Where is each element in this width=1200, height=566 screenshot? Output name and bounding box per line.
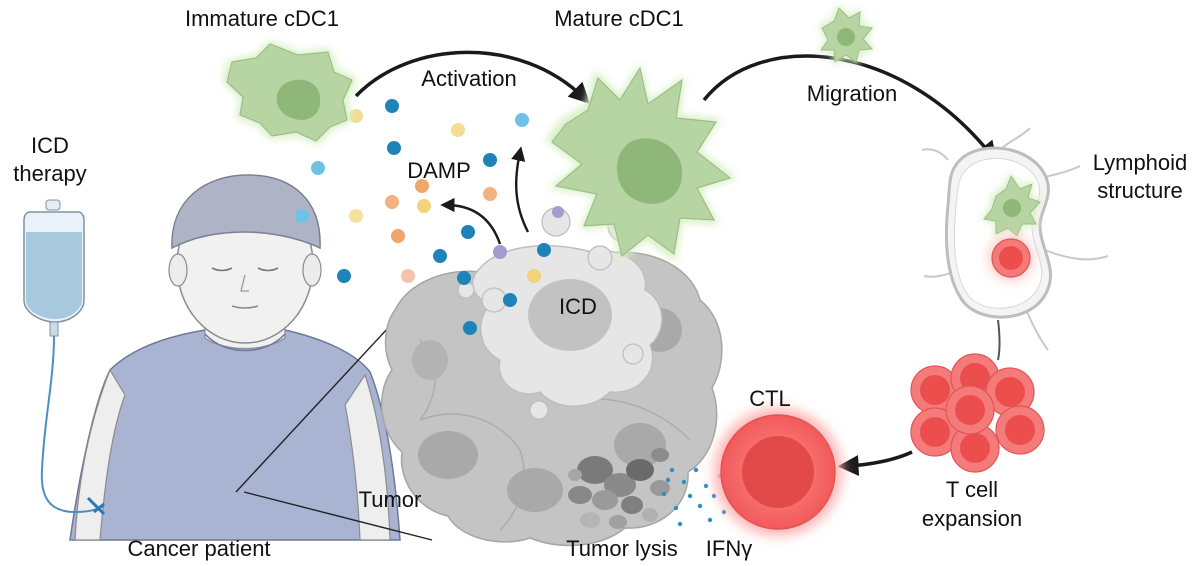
patient-right-arm bbox=[344, 373, 391, 541]
damp-release-arrow bbox=[511, 146, 530, 233]
tcell bbox=[985, 367, 1035, 417]
ctl-nucleus bbox=[742, 436, 814, 508]
iv-bag-fluid bbox=[26, 232, 82, 319]
label-ifng: IFNγ bbox=[706, 536, 752, 561]
iv-bag-hanger bbox=[45, 199, 61, 211]
tumor-nucleus bbox=[412, 340, 448, 380]
migration-arrow bbox=[702, 54, 998, 163]
icd-bleb bbox=[481, 287, 507, 313]
tumor-nucleus bbox=[418, 431, 478, 479]
label-immature-cdc1: Immature cDC1 bbox=[185, 6, 339, 31]
icd-bleb bbox=[622, 343, 644, 365]
label-icd-therapy-line2: therapy bbox=[13, 161, 86, 186]
patient-eye bbox=[211, 267, 233, 272]
immature-cdc1-nucleus bbox=[276, 79, 321, 120]
iv-bag-figure bbox=[23, 199, 106, 516]
activation-arrow bbox=[354, 50, 590, 104]
label-activation: Activation bbox=[421, 66, 516, 91]
label-lymphoid-line1: Lymphoid bbox=[1093, 150, 1188, 175]
icd-bleb bbox=[529, 400, 549, 420]
node-tcell-nucleus bbox=[999, 246, 1023, 270]
iv-needle bbox=[86, 496, 106, 516]
iv-port bbox=[49, 321, 59, 337]
migrating-cdc1-nucleus bbox=[837, 28, 855, 46]
patient-mouth bbox=[231, 305, 259, 309]
icd-nucleus bbox=[528, 279, 612, 351]
iv-tube bbox=[40, 335, 105, 514]
migrating-cdc1-cell bbox=[818, 4, 876, 66]
patient-left-arm bbox=[74, 368, 126, 541]
label-tumor: Tumor bbox=[359, 487, 422, 512]
icd-bleb bbox=[587, 245, 613, 271]
damp-particles bbox=[295, 99, 551, 335]
label-mature-cdc1: Mature cDC1 bbox=[554, 6, 684, 31]
damp-release-arrow bbox=[440, 197, 502, 245]
patient-cap bbox=[171, 174, 321, 250]
tumor-mass bbox=[380, 206, 723, 547]
patient-collar bbox=[204, 333, 286, 352]
ctl-cell bbox=[714, 408, 842, 536]
immature-cdc1-cell bbox=[222, 40, 358, 145]
tumor-pointer-line bbox=[243, 491, 433, 541]
label-migration: Migration bbox=[807, 81, 897, 106]
label-cancer-patient: Cancer patient bbox=[127, 536, 270, 561]
patient-ear bbox=[168, 253, 188, 287]
tumor-cell-boundary bbox=[419, 413, 525, 531]
node-cdc1-nucleus bbox=[1003, 199, 1021, 217]
patient-nose bbox=[240, 274, 249, 292]
label-icd-therapy-line1: ICD bbox=[31, 133, 69, 158]
label-tcell-line2: expansion bbox=[922, 506, 1022, 531]
mature-cdc1-cell bbox=[545, 62, 738, 262]
label-tumor-lysis: Tumor lysis bbox=[566, 536, 678, 561]
tcell bbox=[950, 423, 1000, 473]
tumor-nucleus bbox=[507, 468, 563, 512]
tumor-lysis-debris bbox=[568, 448, 670, 529]
patient-ear bbox=[302, 253, 322, 287]
label-ctl: CTL bbox=[749, 386, 791, 411]
label-tcell-line1: T cell bbox=[946, 477, 998, 502]
expansion-to-ctl-arrow bbox=[837, 450, 913, 476]
mature-cdc1-nucleus bbox=[616, 138, 683, 204]
cancer-patient-figure bbox=[69, 174, 401, 541]
label-lymphoid-line2: structure bbox=[1097, 178, 1183, 203]
tcell bbox=[945, 385, 995, 435]
patient-eye bbox=[257, 267, 279, 272]
tcell-expansion-cluster bbox=[910, 353, 1045, 473]
tumor-pointer-line bbox=[235, 327, 389, 493]
tcell bbox=[910, 407, 960, 457]
label-icd: ICD bbox=[559, 294, 597, 319]
tcell bbox=[995, 405, 1045, 455]
label-damp: DAMP bbox=[407, 158, 471, 183]
lymphoid-structure bbox=[921, 127, 1109, 361]
icd-bleb bbox=[552, 206, 564, 218]
